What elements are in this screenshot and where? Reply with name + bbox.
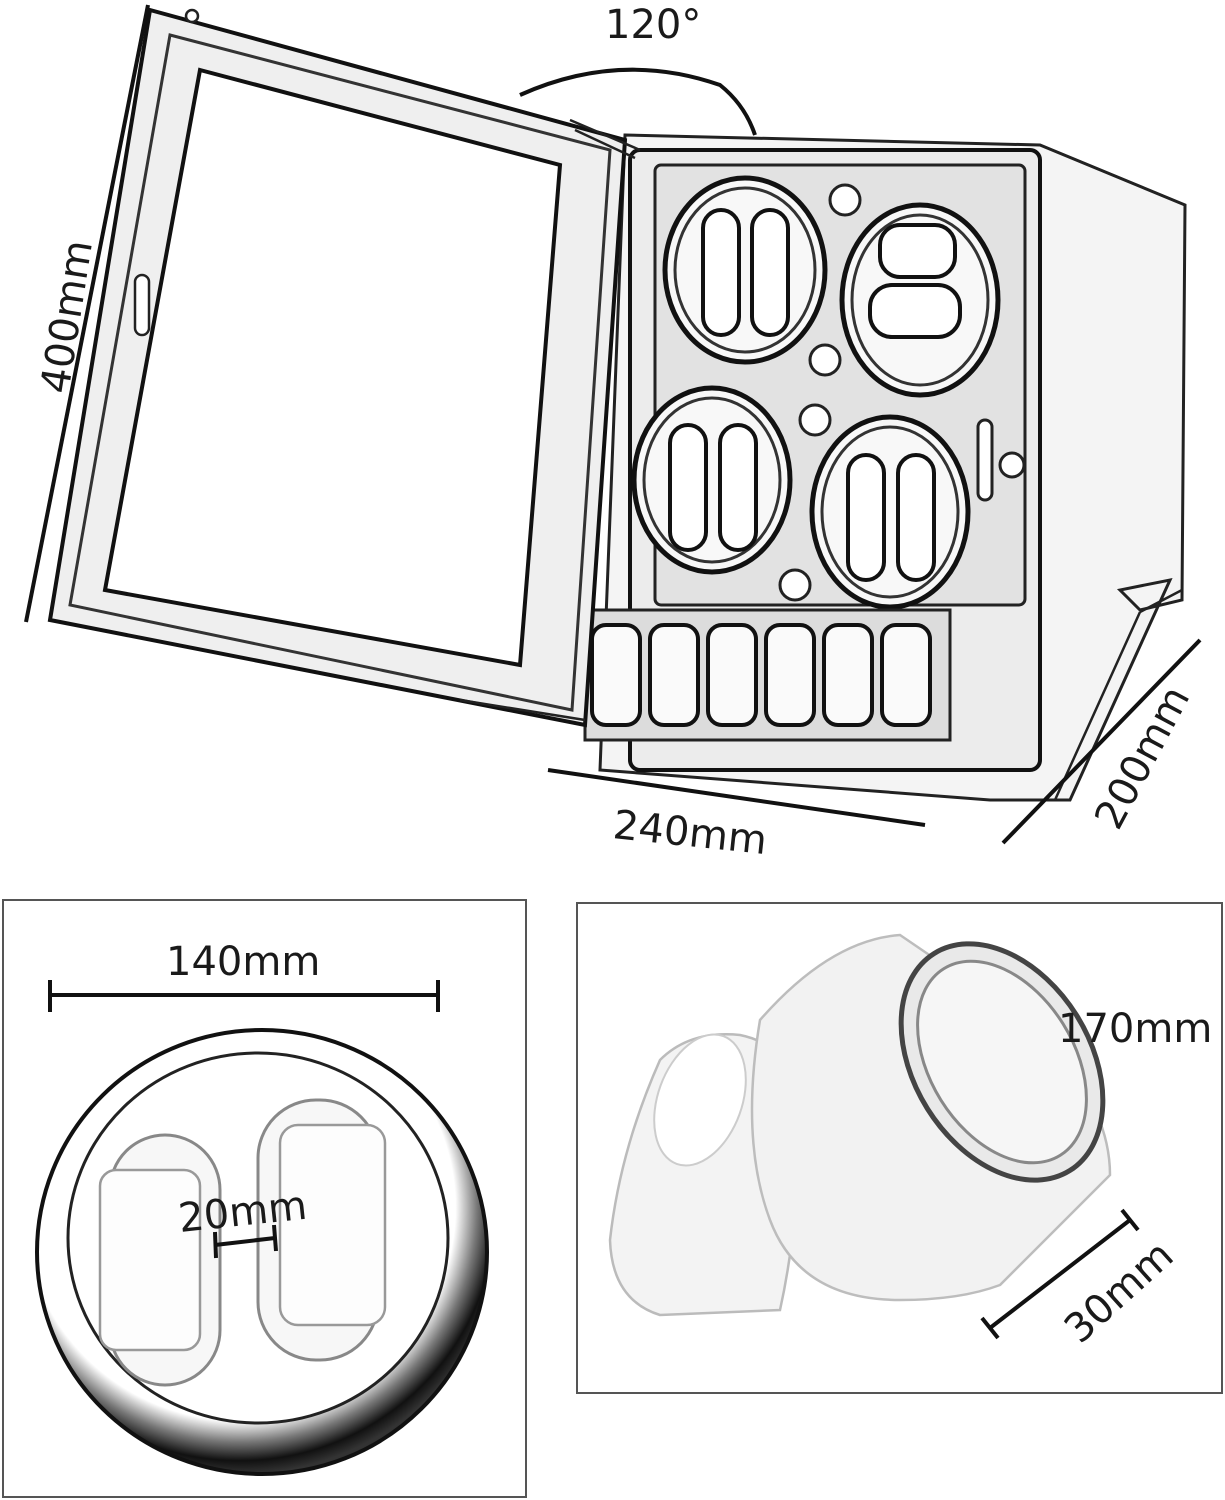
rotor-top-left [662, 175, 828, 365]
rotor-bottom-right [809, 414, 971, 610]
lid-glass-window [102, 67, 563, 668]
control-knobs [778, 183, 1026, 602]
pillow-circumference-label: 170mm [1058, 1006, 1212, 1052]
angle-arc [519, 67, 757, 136]
width-label: 240mm [611, 802, 769, 864]
box-base-slope [1053, 588, 1183, 801]
pillow-detail-frame [576, 902, 1223, 1394]
rotor-bottom-left [631, 385, 793, 575]
pillow-detail-panel: 170mm 30mm [576, 902, 1223, 1394]
width-dimension-line [547, 768, 926, 827]
open-lid [47, 7, 641, 728]
storage-pillow-row [583, 608, 952, 742]
rotor-detail-frame [2, 899, 527, 1498]
depth-dimension-line [1001, 638, 1202, 845]
rotor-diameter-label: 140mm [166, 939, 320, 985]
box-top-edge [1039, 143, 1186, 207]
angle-label: 120° [605, 2, 701, 48]
height-dimension-line [24, 4, 150, 623]
rotor-top-right [839, 202, 1001, 398]
rotor-detail-panel: 140mm 20mm [2, 899, 527, 1498]
slot-gap-line [214, 1236, 276, 1247]
watch-winder-box: 120° 400mm 240mm 200mm [24, 2, 1202, 864]
pillow-width-label: 30mm [1056, 1232, 1183, 1352]
pillow-width-line [988, 1218, 1132, 1330]
